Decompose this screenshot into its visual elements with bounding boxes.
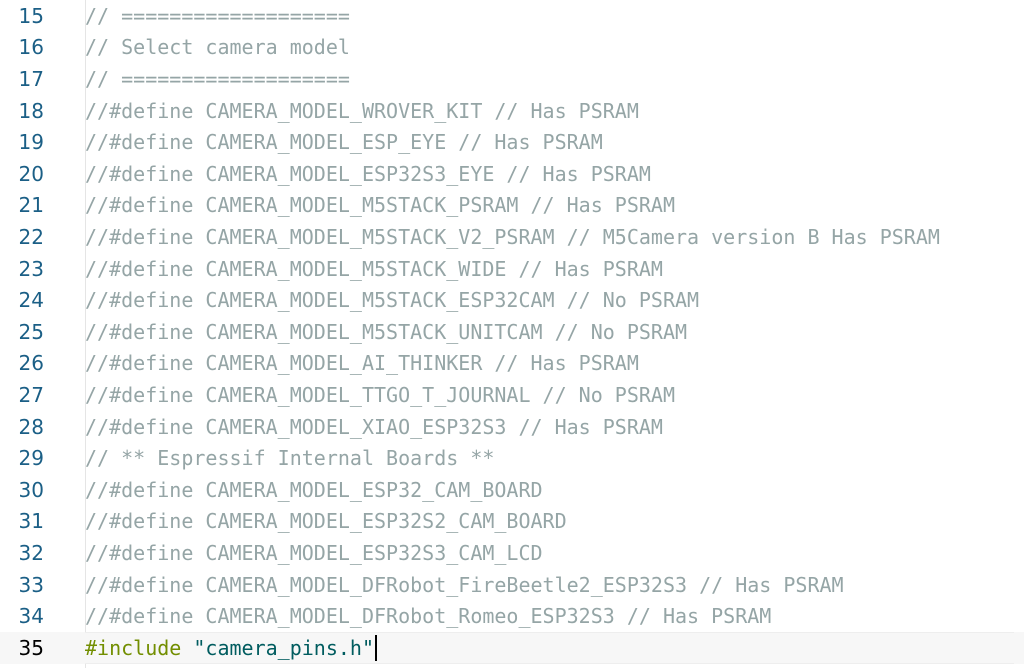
line-number: 29	[18, 446, 44, 471]
code-line[interactable]: 32 //#define CAMERA_MODEL_ESP32S3_CAM_LC…	[0, 537, 1024, 569]
comment-text: // ** Espressif Internal Boards **	[85, 446, 495, 471]
code-line-current[interactable]: 35 #include "camera_pins.h"	[0, 632, 1024, 664]
comment-text: //#define CAMERA_MODEL_ESP32S2_CAM_BOARD	[85, 509, 567, 534]
comment-text: //#define CAMERA_MODEL_ESP_EYE // Has PS…	[85, 130, 603, 155]
code-line[interactable]: 34 //#define CAMERA_MODEL_DFRobot_Romeo_…	[0, 600, 1024, 632]
line-number: 35	[18, 635, 44, 660]
comment-text: //#define CAMERA_MODEL_TTGO_T_JOURNAL //…	[85, 382, 676, 407]
line-number: 31	[18, 509, 44, 534]
code-line[interactable]: 24 //#define CAMERA_MODEL_M5STACK_ESP32C…	[0, 284, 1024, 316]
line-number: 24	[18, 288, 44, 313]
gutter-divider	[85, 0, 86, 668]
code-line[interactable]: 15 // ===================	[0, 0, 1024, 32]
line-number: 15	[18, 3, 44, 28]
code-line[interactable]: 26 //#define CAMERA_MODEL_AI_THINKER // …	[0, 348, 1024, 380]
comment-text: // ===================	[85, 66, 350, 91]
line-number: 18	[18, 98, 44, 123]
code-line[interactable]: 20 //#define CAMERA_MODEL_ESP32S3_EYE //…	[0, 158, 1024, 190]
line-number: 28	[18, 414, 44, 439]
code-line[interactable]: 25 //#define CAMERA_MODEL_M5STACK_UNITCA…	[0, 316, 1024, 348]
line-number: 23	[18, 256, 44, 281]
code-text[interactable]: #include "camera_pins.h"	[85, 632, 1014, 664]
comment-text: //#define CAMERA_MODEL_DFRobot_FireBeetl…	[85, 572, 844, 597]
line-number: 32	[18, 540, 44, 565]
comment-text: //#define CAMERA_MODEL_M5STACK_PSRAM // …	[85, 193, 676, 218]
whitespace	[181, 636, 193, 660]
line-number: 33	[18, 572, 44, 597]
code-line[interactable]: 30 //#define CAMERA_MODEL_ESP32_CAM_BOAR…	[0, 474, 1024, 506]
line-number: 26	[18, 351, 44, 376]
text-cursor	[375, 634, 377, 661]
line-number: 25	[18, 319, 44, 344]
code-line[interactable]: 21 //#define CAMERA_MODEL_M5STACK_PSRAM …	[0, 190, 1024, 222]
line-number: 27	[18, 382, 44, 407]
code-line[interactable]: 19 //#define CAMERA_MODEL_ESP_EYE // Has…	[0, 126, 1024, 158]
code-line[interactable]: 29 // ** Espressif Internal Boards **	[0, 442, 1024, 474]
line-number: 19	[18, 130, 44, 155]
preprocessor-directive: #include	[85, 635, 182, 660]
include-filename-string: "camera_pins.h"	[193, 635, 374, 660]
comment-text: //#define CAMERA_MODEL_ESP32S3_CAM_LCD	[85, 540, 543, 565]
comment-text: //#define CAMERA_MODEL_ESP32S3_EYE // Ha…	[85, 161, 651, 186]
comment-text: //#define CAMERA_MODEL_XIAO_ESP32S3 // H…	[85, 414, 663, 439]
comment-text: //#define CAMERA_MODEL_M5STACK_WIDE // H…	[85, 256, 663, 281]
comment-text: //#define CAMERA_MODEL_M5STACK_ESP32CAM …	[85, 288, 700, 313]
line-number: 34	[18, 604, 44, 629]
comment-text: //#define CAMERA_MODEL_AI_THINKER // Has…	[85, 351, 639, 376]
comment-text: //#define CAMERA_MODEL_M5STACK_UNITCAM /…	[85, 319, 688, 344]
code-line[interactable]: 28 //#define CAMERA_MODEL_XIAO_ESP32S3 /…	[0, 411, 1024, 443]
comment-text: // ===================	[85, 3, 350, 28]
line-number: 22	[18, 224, 44, 249]
code-line[interactable]: 31 //#define CAMERA_MODEL_ESP32S2_CAM_BO…	[0, 506, 1024, 538]
code-line[interactable]: 27 //#define CAMERA_MODEL_TTGO_T_JOURNAL…	[0, 379, 1024, 411]
code-line[interactable]: 23 //#define CAMERA_MODEL_M5STACK_WIDE /…	[0, 253, 1024, 285]
comment-text: // Select camera model	[85, 35, 350, 60]
code-line[interactable]: 22 //#define CAMERA_MODEL_M5STACK_V2_PSR…	[0, 221, 1024, 253]
code-line[interactable]: 18 //#define CAMERA_MODEL_WROVER_KIT // …	[0, 95, 1024, 127]
line-number: 21	[18, 193, 44, 218]
code-line[interactable]: 16 // Select camera model	[0, 32, 1024, 64]
comment-text: //#define CAMERA_MODEL_WROVER_KIT // Has…	[85, 98, 639, 123]
line-number: 20	[18, 161, 44, 186]
comment-text: //#define CAMERA_MODEL_DFRobot_Romeo_ESP…	[85, 604, 772, 629]
code-line[interactable]: 33 //#define CAMERA_MODEL_DFRobot_FireBe…	[0, 569, 1024, 601]
line-number: 16	[18, 35, 44, 60]
line-number: 30	[18, 477, 44, 502]
comment-text: //#define CAMERA_MODEL_ESP32_CAM_BOARD	[85, 477, 543, 502]
comment-text: //#define CAMERA_MODEL_M5STACK_V2_PSRAM …	[85, 224, 940, 249]
code-line[interactable]: 17 // ===================	[0, 63, 1024, 95]
line-number: 17	[18, 66, 44, 91]
